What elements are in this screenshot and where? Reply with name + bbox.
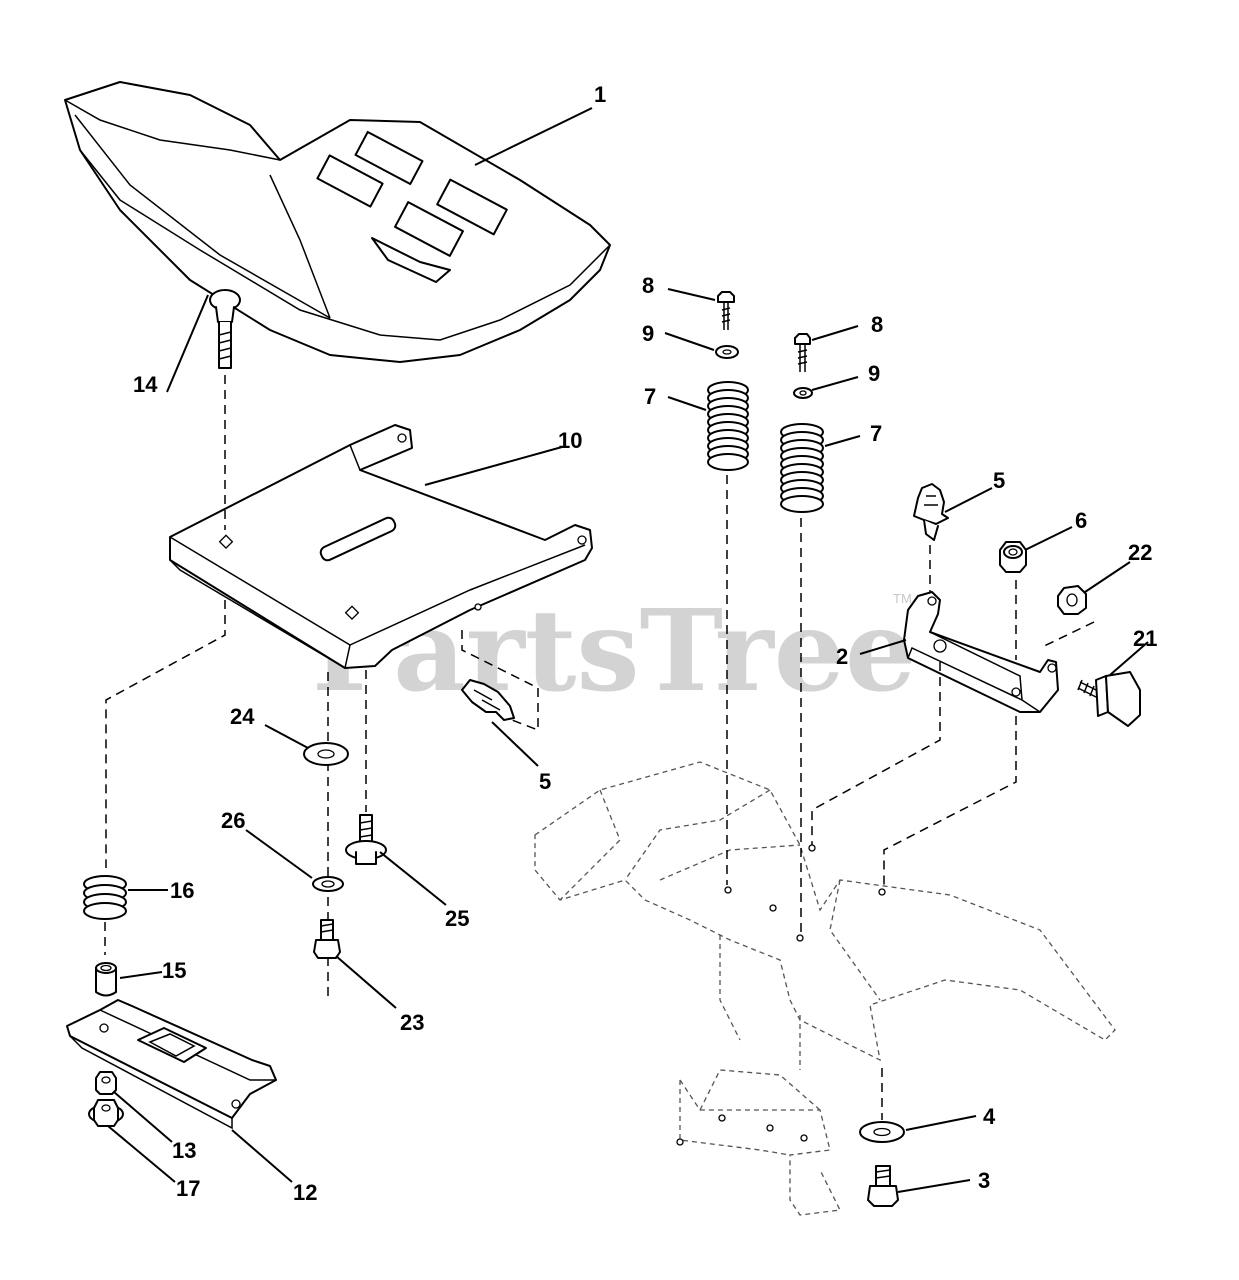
callout-3: 3	[978, 1168, 990, 1193]
callout-4: 4	[983, 1104, 996, 1129]
callout-22: 22	[1128, 540, 1152, 565]
clip-upper	[913, 483, 993, 592]
callout-21: 21	[1133, 626, 1157, 651]
knob-bolt	[1077, 641, 1149, 727]
nut-side	[1039, 561, 1131, 649]
callout-16: 16	[170, 878, 194, 903]
nut-upper	[999, 526, 1073, 660]
callout-14: 14	[133, 372, 158, 397]
slide-plate-12	[66, 999, 293, 1183]
callout-5-lower: 5	[539, 769, 551, 794]
spacer-15	[95, 962, 163, 997]
watermark-trademark: TM	[893, 591, 912, 606]
callout-5-upper: 5	[993, 468, 1005, 493]
nut-13	[95, 1071, 173, 1143]
fender-outline	[534, 761, 1116, 1216]
bracket	[811, 591, 1059, 888]
seat	[64, 81, 611, 363]
callout-8-left: 8	[642, 273, 654, 298]
mount-line-left	[105, 600, 226, 868]
washer-4	[859, 1115, 977, 1143]
callout-12: 12	[293, 1180, 317, 1205]
seat-pan	[169, 424, 593, 669]
callout-24: 24	[230, 704, 255, 729]
clip-lower	[461, 630, 539, 767]
callout-7-left: 7	[644, 384, 656, 409]
callout-17: 17	[176, 1176, 200, 1201]
callout-9-left: 9	[642, 321, 654, 346]
shoulder-bolt-25	[345, 814, 447, 906]
carriage-bolt	[166, 289, 241, 530]
right-spring-stack	[780, 325, 861, 935]
callout-10: 10	[558, 428, 582, 453]
callout-1: 1	[594, 82, 606, 107]
callout-9-right: 9	[868, 361, 880, 386]
callout-2: 2	[836, 644, 848, 669]
bolt-3	[867, 1165, 971, 1207]
screw-23	[313, 919, 397, 1009]
spring-16	[83, 875, 168, 955]
left-spring-stack	[664, 288, 749, 885]
callout-13: 13	[172, 1138, 196, 1163]
callout-26: 26	[221, 808, 245, 833]
callout-25: 25	[445, 906, 469, 931]
callout-7-right: 7	[870, 421, 882, 446]
nut-17	[88, 1099, 176, 1183]
washer-24	[264, 724, 349, 766]
callout-15: 15	[162, 958, 186, 983]
callout-6: 6	[1075, 508, 1087, 533]
callout-8-right: 8	[871, 312, 883, 337]
lock-washer-26	[245, 829, 344, 892]
callout-23: 23	[400, 1010, 424, 1035]
